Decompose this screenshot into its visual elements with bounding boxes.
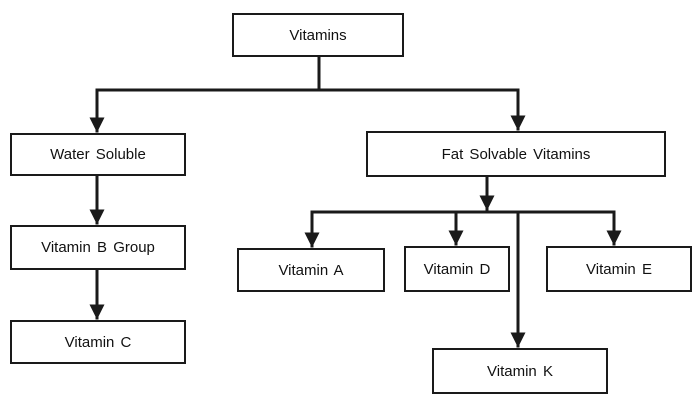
node-label: Vitamin A (278, 261, 344, 279)
node-label: Vitamin E (586, 260, 652, 278)
node-vitamin-a: Vitamin A (237, 248, 385, 292)
node-label: Water Soluble (50, 146, 146, 163)
node-label: Vitamin B Group (41, 239, 155, 256)
node-label: Vitamin K (487, 362, 553, 380)
node-label: Vitamin D (423, 260, 491, 278)
node-fat-soluble: Fat Solvable Vitamins (366, 131, 666, 177)
node-label: Vitamins (289, 26, 347, 44)
node-vitamin-d: Vitamin D (404, 246, 510, 292)
node-label: Vitamin C (64, 333, 132, 351)
node-water-soluble: Water Soluble (10, 133, 186, 176)
node-vitamin-k: Vitamin K (432, 348, 608, 394)
node-vitamin-c: Vitamin C (10, 320, 186, 364)
node-vitamin-e: Vitamin E (546, 246, 692, 292)
node-vitamins: Vitamins (232, 13, 404, 57)
node-label: Fat Solvable Vitamins (441, 145, 591, 163)
node-vitamin-b-group: Vitamin B Group (10, 225, 186, 270)
